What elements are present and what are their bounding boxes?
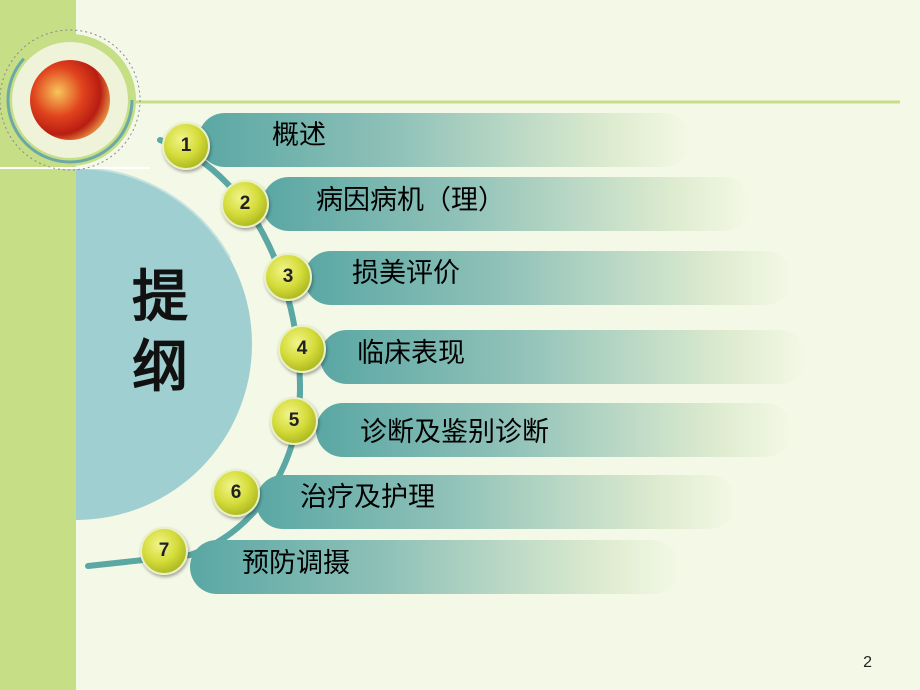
outline-item-4[interactable]	[320, 330, 806, 384]
outline-item-3-label: 损美评价	[352, 258, 460, 289]
outline-item-6[interactable]	[256, 475, 736, 529]
outline-item-2[interactable]	[262, 177, 750, 231]
outline-item-7-number-badge: 7	[140, 527, 188, 575]
outline-curve	[85, 137, 304, 569]
outline-circle-panel	[76, 168, 252, 520]
page-number: 2	[863, 654, 872, 671]
outline-item-2-label: 病因病机（理）	[316, 185, 505, 216]
outline-item-4-label: 临床表现	[357, 338, 465, 369]
outline-item-3[interactable]	[304, 251, 792, 305]
outline-item-6-label: 治疗及护理	[300, 482, 435, 513]
outline-item-3-number-badge: 3	[264, 253, 312, 301]
outline-item-4-number-badge: 4	[278, 325, 326, 373]
outline-item-2-number-badge: 2	[221, 180, 269, 228]
outline-item-1-number-badge: 1	[162, 122, 210, 170]
outline-title-char-2: 纲	[132, 334, 188, 400]
outline-item-1[interactable]	[198, 113, 690, 167]
outline-item-5[interactable]	[316, 403, 792, 457]
outline-item-1-label: 概述	[272, 120, 326, 151]
outline-item-7[interactable]	[190, 540, 680, 594]
outline-title: 提 纲	[120, 262, 200, 402]
outline-item-7-label: 预防调摄	[242, 548, 350, 579]
outline-item-5-label: 诊断及鉴别诊断	[360, 417, 549, 448]
capsule-photo-icon	[30, 60, 110, 140]
outline-item-6-number-badge: 6	[212, 469, 260, 517]
outline-item-5-number-badge: 5	[270, 397, 318, 445]
outline-title-char-1: 提	[132, 264, 188, 330]
